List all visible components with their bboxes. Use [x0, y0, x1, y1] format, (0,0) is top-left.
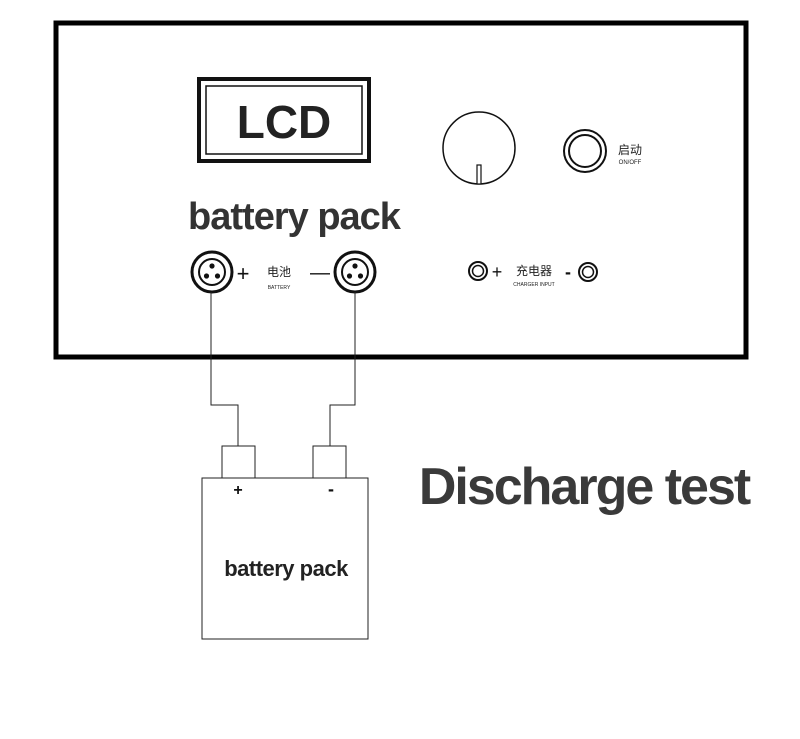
discharge-test-caption: Discharge test	[419, 458, 751, 516]
battery-label-en: BATTERY	[268, 285, 291, 291]
external-battery-pack	[201, 445, 369, 640]
battery-plus-sign: +	[237, 261, 250, 286]
charger-label-cn: 充电器	[516, 263, 552, 278]
positive-wire	[210, 292, 239, 446]
power-label-cn: 启动	[618, 143, 642, 157]
battery-terminal-minus: -	[328, 479, 334, 499]
battery-terminal-plus: +	[233, 482, 242, 499]
rotary-knob-icon[interactable]	[442, 111, 516, 185]
charger-label-en: CHARGER INPUT	[513, 282, 554, 288]
lcd-label: LCD	[237, 96, 332, 148]
battery-negative-terminal	[312, 445, 347, 479]
charger-minus-sign: -	[565, 262, 571, 282]
battery-positive-connector-icon[interactable]	[190, 250, 234, 294]
battery-body-label: battery pack	[224, 556, 349, 581]
negative-wire	[329, 292, 356, 446]
charger-negative-jack-icon[interactable]	[578, 262, 598, 282]
power-label-en: ON/OFF	[619, 160, 642, 166]
charger-positive-jack-icon[interactable]	[468, 261, 488, 281]
battery-negative-connector-icon[interactable]	[333, 250, 377, 294]
device-panel	[53, 20, 749, 360]
battery-label-cn: 电池	[267, 265, 291, 279]
charger-plus-sign: +	[492, 262, 503, 282]
battery-body	[201, 477, 369, 640]
power-button[interactable]	[563, 129, 607, 173]
battery-minus-sign: —	[310, 262, 330, 284]
battery-pack-title: battery pack	[188, 196, 402, 238]
battery-positive-terminal	[221, 445, 256, 479]
lcd-display: LCD	[197, 77, 371, 163]
